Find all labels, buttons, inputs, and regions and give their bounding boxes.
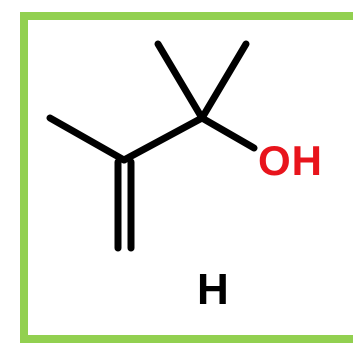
bond-c2-c3 <box>120 114 206 164</box>
bond-methyl-top-right <box>198 40 250 122</box>
bond-methyl-left <box>46 114 128 164</box>
hydroxyl-label: OH <box>258 137 323 184</box>
bond-c3-oxygen <box>198 114 258 152</box>
molecule-structure <box>46 40 258 252</box>
compound-letter-label: H <box>197 265 229 314</box>
bond-methyl-top-left <box>154 40 206 122</box>
structure-card <box>20 12 353 343</box>
